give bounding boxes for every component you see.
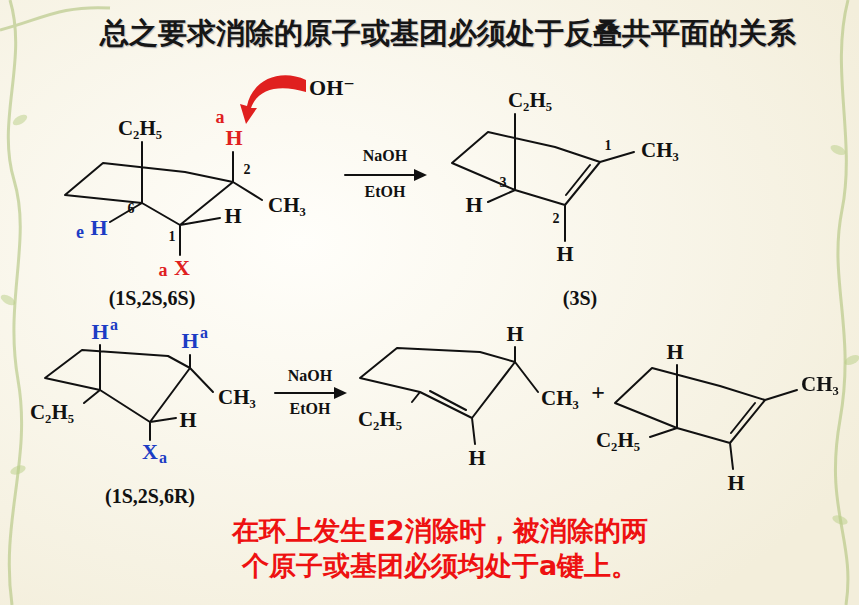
alkene-structure bbox=[615, 365, 797, 469]
group-label: C₂H₅ bbox=[30, 402, 74, 423]
locant-number: 3 bbox=[500, 176, 507, 190]
leaf bbox=[831, 514, 849, 527]
vine bbox=[0, 8, 110, 30]
leaf bbox=[9, 464, 27, 477]
position-label: a bbox=[110, 317, 118, 333]
leaf bbox=[829, 143, 847, 157]
position-label: a bbox=[200, 325, 208, 341]
arrowheads bbox=[334, 169, 427, 399]
configuration-label: (1S,2S,6S) bbox=[109, 288, 196, 308]
position-label: a bbox=[159, 261, 168, 279]
plus-sign: + bbox=[591, 380, 605, 404]
reagent-label: EtOH bbox=[365, 184, 406, 200]
leaf bbox=[0, 293, 17, 308]
arrowhead bbox=[334, 387, 347, 399]
leaf bbox=[843, 353, 859, 367]
locant-number: 6 bbox=[128, 202, 135, 216]
group-label: C₂H₅ bbox=[596, 430, 640, 451]
structures bbox=[45, 114, 797, 469]
atom-label: H bbox=[465, 194, 482, 216]
chair-structure bbox=[65, 142, 262, 255]
reagent-label: EtOH bbox=[290, 401, 331, 417]
configuration-label: (3S) bbox=[563, 288, 597, 308]
arrowhead bbox=[414, 169, 427, 181]
atom-label: H bbox=[179, 409, 196, 431]
reagent-label: NaOH bbox=[288, 368, 332, 384]
atom-label: H bbox=[666, 341, 683, 363]
alkene-structure bbox=[452, 114, 634, 241]
atom-label: H bbox=[181, 330, 198, 352]
group-label: CH₃ bbox=[268, 195, 306, 216]
leaf bbox=[11, 113, 29, 128]
position-label: a bbox=[216, 108, 225, 126]
atom-label: H bbox=[727, 472, 744, 494]
atom-label: X bbox=[174, 257, 190, 279]
atom-label: H bbox=[225, 127, 242, 149]
atom-label: H bbox=[506, 323, 523, 345]
atom-label: H bbox=[224, 205, 241, 227]
group-label: C₂H₅ bbox=[118, 118, 162, 139]
atom-label: H bbox=[91, 321, 108, 343]
vine bbox=[835, 0, 848, 605]
position-label: e bbox=[76, 223, 84, 241]
leaf-decoration bbox=[0, 113, 859, 527]
locant-number: 2 bbox=[244, 163, 251, 177]
atom-label: H bbox=[90, 217, 107, 239]
slide-title: 总之要求消除的原子或基团必须处于反叠共平面的关系 bbox=[100, 18, 796, 50]
group-label: C₂H₅ bbox=[508, 90, 552, 111]
locant-number: 1 bbox=[169, 230, 176, 244]
group-label: C₂H₅ bbox=[358, 409, 402, 430]
locant-number: 2 bbox=[553, 212, 560, 226]
group-label: CH₃ bbox=[801, 374, 839, 395]
reagent-label: OH⁻ bbox=[309, 77, 355, 99]
locant-number: 1 bbox=[605, 139, 612, 153]
curved-arrow bbox=[240, 75, 306, 124]
reagent-label: NaOH bbox=[363, 148, 407, 164]
chair-structure bbox=[45, 345, 213, 440]
atom-label: X bbox=[142, 441, 158, 463]
configuration-label: (1S,2S,6R) bbox=[105, 486, 195, 506]
group-label: CH₃ bbox=[641, 140, 679, 161]
position-label: a bbox=[159, 450, 167, 466]
atom-label: H bbox=[468, 447, 485, 469]
atom-label: H bbox=[556, 243, 573, 265]
group-label: CH₃ bbox=[218, 387, 256, 408]
note-text: 在环上发生E2消除时，被消除的两 个原子或基团必须均处于a键上。 bbox=[230, 513, 650, 583]
group-label: CH₃ bbox=[541, 388, 579, 409]
